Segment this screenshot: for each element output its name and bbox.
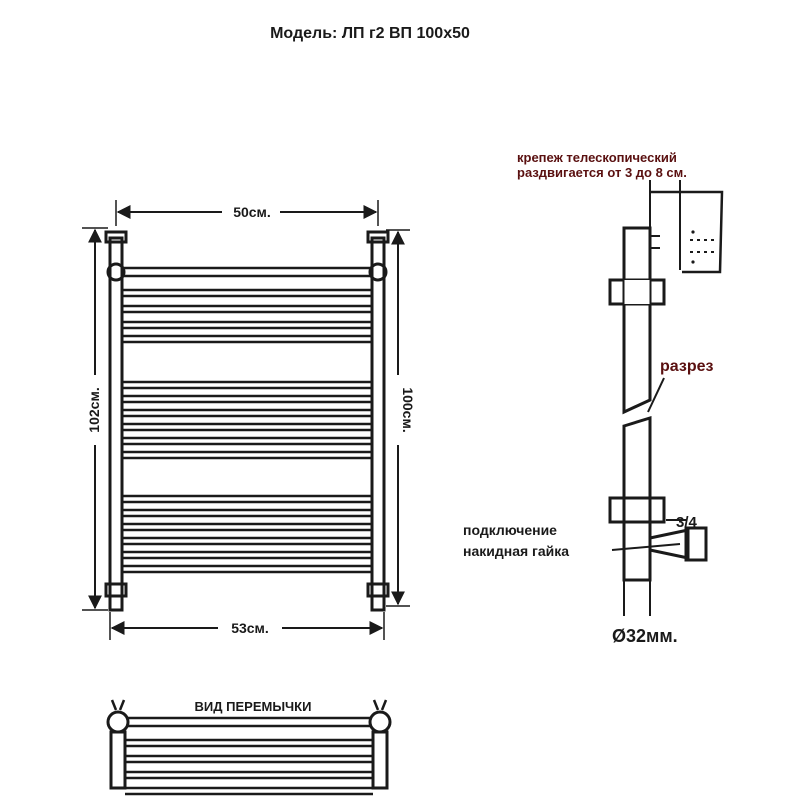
mount-note-line1: крепеж телескопический xyxy=(517,150,677,165)
right-top-cap xyxy=(366,230,390,244)
front-view: 50см. 53см. 102см. 100см. xyxy=(82,200,416,640)
union-nut xyxy=(684,526,708,562)
left-bottom-cap xyxy=(104,582,128,598)
jumper-label: ВИД ПЕРЕМЫЧКИ xyxy=(195,699,312,714)
bracket-dot xyxy=(691,260,695,264)
left-top-cap xyxy=(104,230,128,244)
jumper-right-stem xyxy=(372,699,388,711)
side-clamp-lower xyxy=(608,496,666,524)
bracket-dot xyxy=(691,230,695,234)
left-vertical-tube xyxy=(108,236,124,612)
jumper-right-tube xyxy=(371,730,389,790)
jumper-view: ВИД ПЕРЕМЫЧКИ xyxy=(106,699,392,796)
jumper-rails xyxy=(125,716,373,796)
connection-label-line1: подключение xyxy=(463,522,557,538)
jumper-left-tube xyxy=(109,730,127,790)
right-vertical-tube xyxy=(370,236,386,612)
cut-leader xyxy=(647,377,665,413)
right-bottom-cap xyxy=(366,582,390,598)
width-top-label: 50см. xyxy=(233,204,271,220)
right-mount-knob xyxy=(368,262,388,282)
side-tube-upper xyxy=(622,226,652,415)
left-mount-knob xyxy=(106,262,126,282)
bracket-stem xyxy=(650,235,660,249)
connection-label-line2: накидная гайка xyxy=(463,543,569,559)
height-right-label: 100см. xyxy=(400,387,416,432)
cut-label: разрез xyxy=(660,358,713,375)
connection-pipe xyxy=(649,528,690,560)
jumper-left-stem xyxy=(110,699,126,711)
connection-leader xyxy=(611,543,681,551)
rungs xyxy=(122,266,372,574)
width-bottom-label: 53см. xyxy=(231,620,269,636)
diameter-label: Ø32мм. xyxy=(612,626,678,646)
side-view: крепеж телескопический раздвигается от 3… xyxy=(463,150,724,646)
mount-note-line2: раздвигается от 3 до 8 см. xyxy=(517,165,687,180)
height-left-label: 102см. xyxy=(86,387,102,432)
jumper-left-hub xyxy=(106,710,130,734)
thread-label: 3/4 xyxy=(676,514,698,531)
wall-bracket xyxy=(650,190,724,274)
model-title: Модель: ЛП г2 ВП 100х50 xyxy=(270,25,470,42)
jumper-right-hub xyxy=(368,710,392,734)
